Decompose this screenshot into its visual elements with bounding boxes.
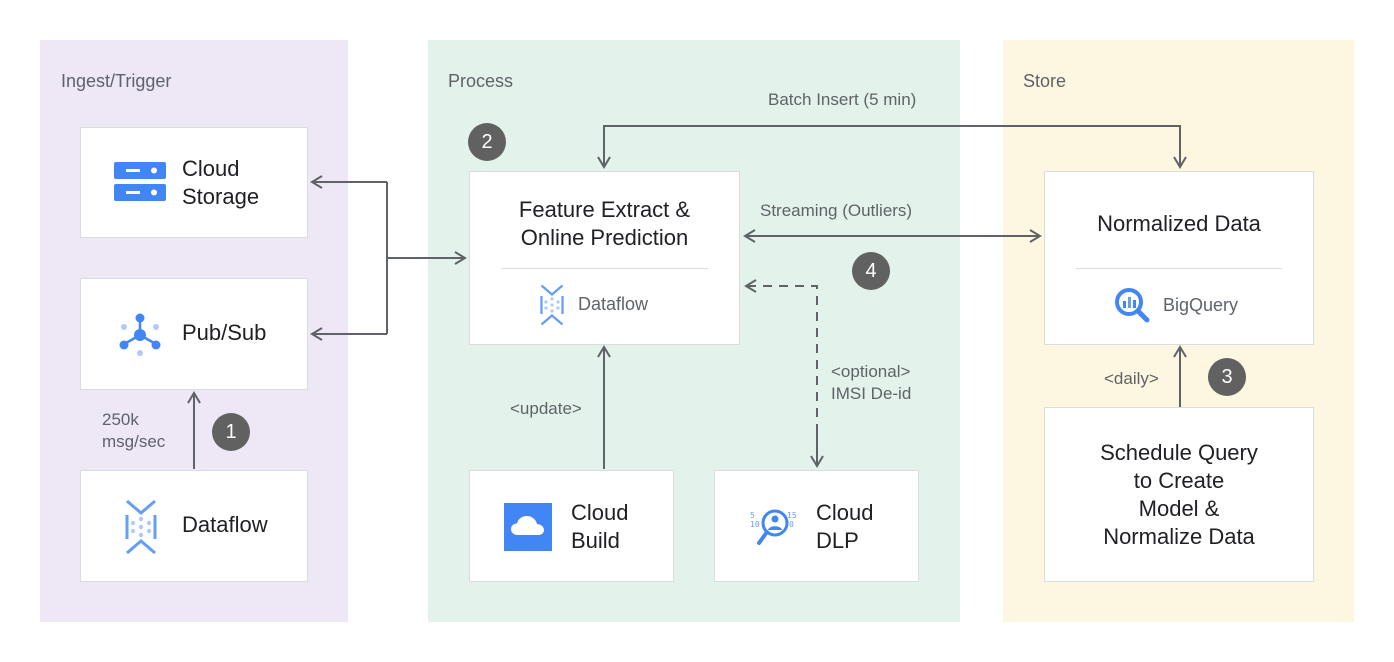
cloud-dlp-title: Cloud DLP: [816, 500, 874, 553]
cloud-storage-card[interactable]: Cloud Storage: [80, 127, 308, 238]
update-label: <update>: [510, 399, 582, 418]
store-zone-label: Store: [1023, 71, 1067, 91]
cloud-build-title: Cloud Build: [571, 500, 629, 553]
normalized-data-card[interactable]: Normalized Data BigQuery: [1044, 171, 1314, 345]
pubsub-title: Pub/Sub: [182, 320, 267, 345]
cloud-storage-icon: [114, 162, 166, 201]
step-badge-3: 3: [1208, 358, 1246, 396]
dataflow-ingest-card[interactable]: Dataflow: [80, 470, 308, 582]
svg-text:5: 5: [750, 511, 755, 520]
cloud-build-icon: [504, 503, 552, 551]
cloud-storage-title: Cloud Storage: [182, 156, 260, 209]
dataflow-ingest-title: Dataflow: [182, 512, 268, 537]
arrow-dlp-dashed: [744, 279, 818, 465]
optional-label: <optional> IMSI De-id: [831, 362, 912, 403]
streaming-label: Streaming (Outliers): [760, 201, 913, 220]
schedule-query-title: Schedule Query to Create Model & Normali…: [1100, 440, 1258, 549]
feature-extract-service: Dataflow: [578, 294, 649, 314]
dataflow-icon: [540, 284, 564, 326]
arrow-batch-insert-back: [597, 125, 640, 169]
process-zone-label: Process: [448, 71, 514, 91]
normalized-data-divider: [1076, 268, 1282, 269]
pubsub-card[interactable]: Pub/Sub: [80, 278, 308, 390]
cloud-dlp-icon: 5 10 15 0: [750, 509, 797, 545]
cloud-build-card[interactable]: Cloud Build: [469, 470, 674, 582]
feature-extract-title: Feature Extract & Online Prediction: [518, 197, 691, 250]
normalized-data-title: Normalized Data: [1097, 211, 1261, 236]
dataflow-icon: [125, 499, 157, 555]
batch-insert-label: Batch Insert (5 min): [768, 90, 917, 109]
svg-text:10: 10: [750, 520, 760, 529]
normalized-data-service: BigQuery: [1163, 295, 1239, 315]
arrow-batch-insert: [603, 125, 1187, 169]
pubsub-icon: [119, 313, 161, 356]
svg-text:15: 15: [787, 511, 797, 520]
step-badge-1: 1: [212, 413, 250, 451]
feature-extract-card[interactable]: Feature Extract & Online Prediction Data…: [469, 171, 740, 345]
rate-label: 250k msg/sec: [102, 410, 166, 451]
schedule-query-card[interactable]: Schedule Query to Create Model & Normali…: [1044, 407, 1314, 582]
feature-extract-divider: [501, 268, 708, 269]
step-badge-2: 2: [468, 123, 506, 161]
daily-label: <daily>: [1104, 369, 1159, 388]
step-badge-4: 4: [852, 252, 890, 290]
bigquery-icon: [1115, 288, 1150, 323]
ingest-zone-label: Ingest/Trigger: [61, 71, 172, 91]
svg-text:0: 0: [789, 520, 794, 529]
cloud-dlp-card[interactable]: 5 10 15 0 Cloud DLP: [714, 470, 919, 582]
